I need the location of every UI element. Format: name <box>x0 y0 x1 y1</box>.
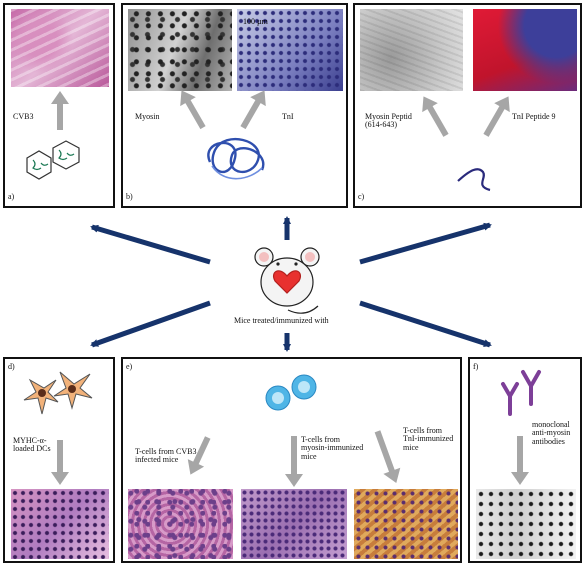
histology-image-myosin <box>128 9 232 91</box>
grey-arrow-e-3 <box>374 430 401 484</box>
grey-arrow-e-2 <box>285 436 303 487</box>
panel-a: CVB3 a) <box>3 3 115 208</box>
histology-image-cvb3 <box>11 9 109 87</box>
virus-icon <box>26 140 80 180</box>
navy-arrow-to-d <box>90 300 211 348</box>
t-cell-icon <box>265 374 317 411</box>
panel-a-letter: a) <box>8 192 15 201</box>
peptide-icon <box>457 168 491 192</box>
histology-image-myosin-peptide <box>360 9 463 91</box>
panel-b: 100 µm Myosin TnI b) <box>121 3 348 208</box>
panel-a-label: CVB3 <box>13 112 34 121</box>
grey-arrows <box>51 90 529 487</box>
panel-b-label-myosin: Myosin <box>135 112 160 121</box>
histology-image-cvb3-tcells <box>128 489 233 559</box>
grey-arrow-b-right <box>240 90 266 130</box>
panel-d-label: MYHC-α- loaded DCs <box>13 436 51 454</box>
panel-d-letter: d) <box>8 362 15 371</box>
mouse-icon <box>254 247 320 314</box>
grey-arrow-a <box>51 91 69 130</box>
panel-b-label-tni: TnI <box>282 112 294 121</box>
panel-b-letter: b) <box>126 192 133 201</box>
mouse-tail <box>287 305 319 314</box>
histology-image-tni <box>237 9 343 91</box>
panel-e-letter: e) <box>126 362 133 371</box>
grey-arrow-b-left <box>180 90 206 130</box>
navy-arrow-to-a <box>90 224 211 265</box>
grey-arrow-d <box>51 440 69 485</box>
histology-image-myosin-tcells <box>241 489 347 559</box>
panel-f-letter: f) <box>473 362 479 371</box>
grey-arrow-e-1 <box>187 436 211 475</box>
protein-icon <box>207 137 265 180</box>
panel-c-label-tni-peptide: TnI Peptide 9 <box>512 112 556 121</box>
center-caption: Mice treated/immunized with <box>234 316 329 325</box>
antibody-icon <box>501 370 541 416</box>
navy-arrows <box>90 216 492 352</box>
scale-bar-label: 100 µm <box>243 17 268 26</box>
panel-e-label-myosin-tcells: T-cells from myosin-immunized mice <box>301 435 364 461</box>
grey-arrow-c-left <box>422 96 449 137</box>
navy-arrow-to-c <box>359 222 492 265</box>
histology-image-tni-tcells <box>354 489 458 559</box>
navy-arrow-to-f <box>359 300 492 348</box>
heart-icon <box>273 270 301 294</box>
panel-f: monoclonal anti-myosin antibodies f) <box>468 357 582 563</box>
histology-image-tni-peptide <box>473 9 577 91</box>
grey-arrow-c-right <box>483 96 510 137</box>
grey-arrow-f <box>511 436 529 485</box>
histology-image-dcs <box>11 489 109 559</box>
panel-e-label-tni-tcells: T-cells from TnI-immunized mice <box>403 426 454 452</box>
histology-image-antibody <box>476 489 576 559</box>
panel-e-label-cvb3-tcells: T-cells from CVB3 infected mice <box>135 447 197 465</box>
dendritic-cell-icon <box>23 371 93 415</box>
panel-d: MYHC-α- loaded DCs d) <box>3 357 115 563</box>
panel-f-label: monoclonal anti-myosin antibodies <box>532 420 571 446</box>
panel-c-letter: c) <box>358 192 365 201</box>
panel-c-label-myosin-peptide: Myosin Peptid (614-643) <box>365 112 412 130</box>
